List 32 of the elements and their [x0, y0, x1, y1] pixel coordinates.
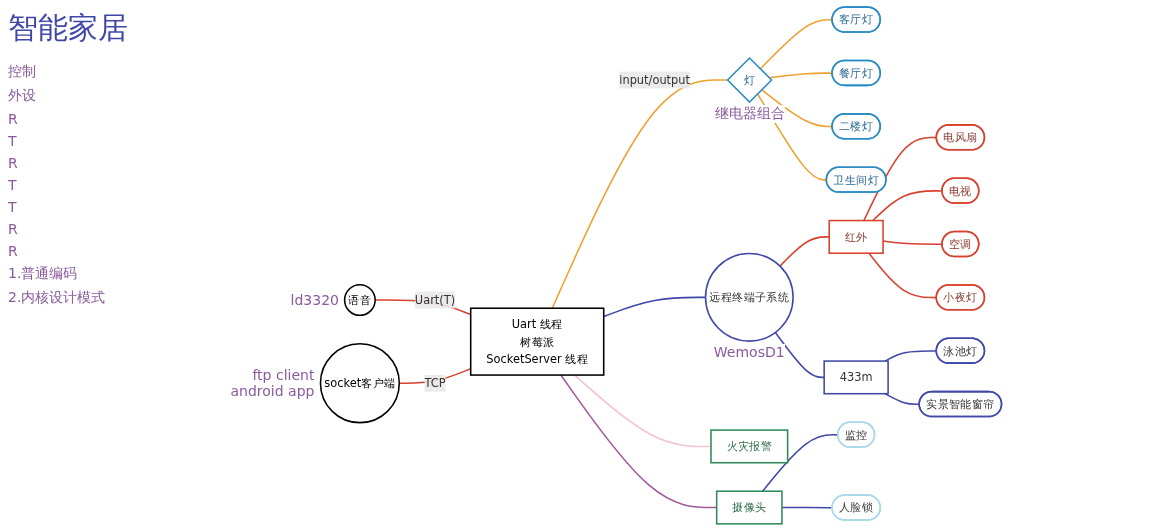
- note-label: T: [8, 133, 18, 149]
- side-note: 继电器组合: [714, 104, 785, 123]
- node-circle: socket客户端: [319, 342, 401, 423]
- node-box: 摄像头: [715, 489, 783, 525]
- connector: [551, 78, 729, 309]
- side-note: WemosD1: [713, 343, 785, 360]
- note-label: T: [8, 199, 18, 215]
- note-label: 2.内核设计模式: [8, 289, 107, 307]
- node-box: 433m: [823, 359, 889, 394]
- note-label: 外设: [8, 87, 37, 105]
- note-label: R: [8, 111, 19, 127]
- note-label: T: [8, 177, 18, 193]
- note-label: 1.普通编码: [8, 265, 79, 283]
- side-note: ftp client android app: [230, 366, 315, 399]
- node-circle: 远程终端子系统: [704, 252, 794, 342]
- note-label: R: [8, 221, 19, 237]
- node-box: 红外: [828, 219, 884, 254]
- note-label: R: [8, 243, 19, 259]
- node-box: Uart 线程 树莓派 SocketServer 线程: [469, 306, 605, 376]
- diagram-title: 智能家居: [8, 9, 129, 47]
- node-diamond: 灯: [726, 56, 773, 103]
- edge-label: TCP: [424, 376, 446, 390]
- side-note: ld3320: [290, 291, 339, 308]
- connector: [774, 331, 825, 378]
- connector: [779, 235, 830, 267]
- node-box: 火灾报警: [710, 428, 789, 463]
- note-label: 控制: [8, 63, 37, 81]
- note-label: R: [8, 155, 19, 171]
- edge-label: Uart(T): [414, 293, 456, 307]
- edge-label: input/output: [619, 73, 690, 87]
- connector: [872, 189, 943, 221]
- node-circle: 语音: [343, 283, 376, 316]
